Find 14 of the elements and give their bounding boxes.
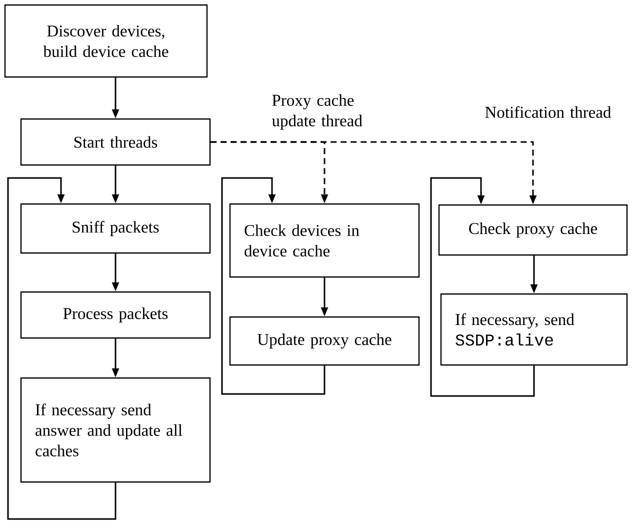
- edge-label: Notification thread: [485, 106, 612, 118]
- process-box: Check proxy cache: [438, 204, 628, 256]
- process-box: Start threads: [20, 118, 211, 166]
- process-box: Check devices in device cache: [229, 203, 420, 278]
- process-box: If necessary, send SSDP:alive: [440, 293, 628, 366]
- arrow: [430, 177, 535, 397]
- arrow: [221, 177, 326, 395]
- process-box: Process packets: [20, 291, 211, 339]
- process-box: Update proxy cache: [229, 316, 420, 366]
- process-box: If necessary send answer and update all caches: [20, 377, 211, 483]
- process-box: Sniff packets: [20, 203, 211, 254]
- edge-label: Proxy cache update thread: [272, 94, 362, 130]
- process-box: Discover devices, build device cache: [4, 4, 208, 78]
- arrow: [7, 177, 116, 520]
